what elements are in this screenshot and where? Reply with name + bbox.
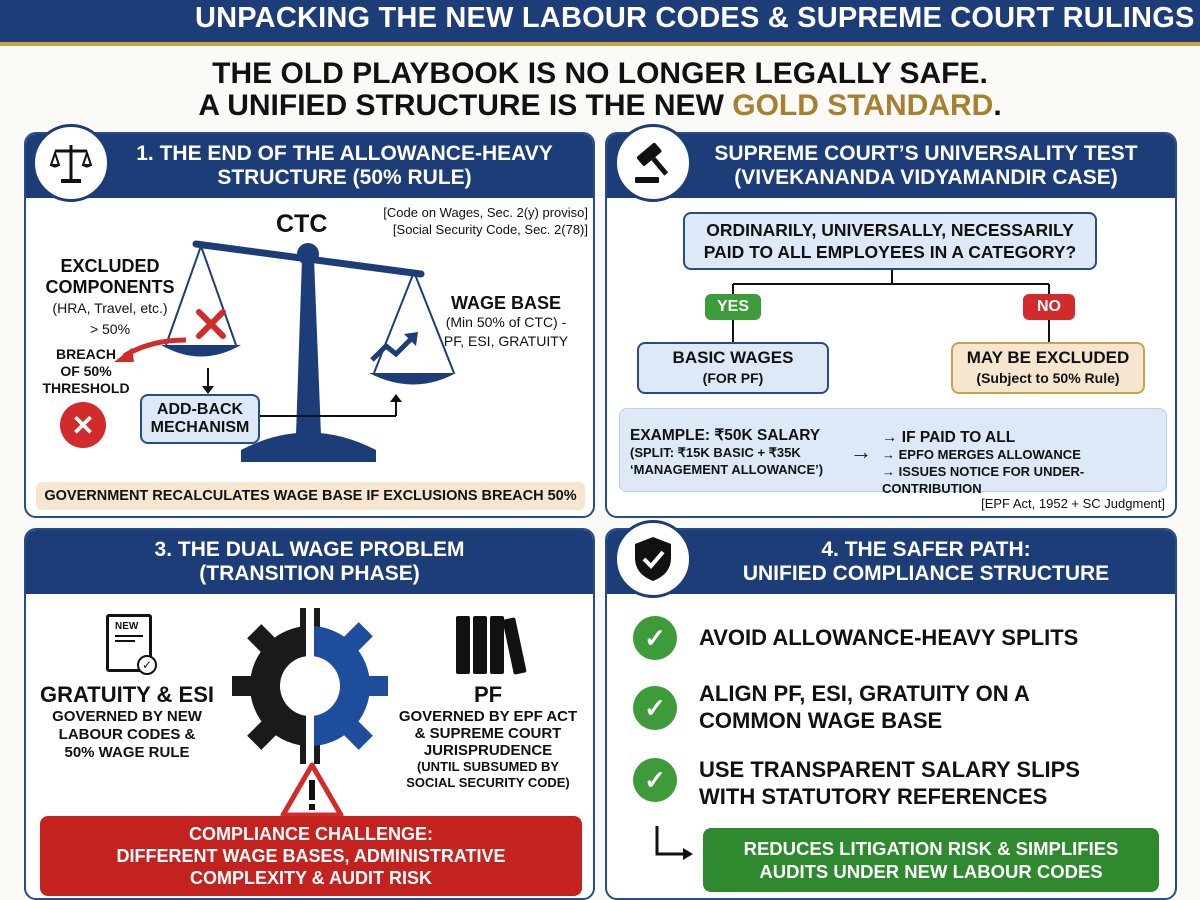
gold-standard-text: GOLD STANDARD: [732, 89, 994, 122]
example-arrow-icon: →: [850, 439, 872, 464]
flow-arrows: [202, 368, 402, 417]
result-arrow-icon: [655, 826, 693, 860]
may-be-excluded-box: MAY BE EXCLUDED (Subject to 50% Rule): [951, 342, 1145, 394]
safer-path-item-1: AVOID ALLOWANCE-HEAVY SPLITS: [699, 625, 1079, 650]
example-box: EXAMPLE: ₹50K SALARY (SPLIT: ₹15K BASIC …: [619, 408, 1167, 496]
safer-path-item-2: ALIGN PF, ESI, GRATUITY ON A COMMON WAGE…: [699, 681, 1030, 733]
gear-icon: [232, 608, 388, 764]
gavel-icon: [614, 124, 692, 202]
main-headline: THE OLD PLAYBOOK IS NO LONGER LEGALLY SA…: [0, 58, 1200, 122]
excluded-components-label: EXCLUDED COMPONENTS (HRA, Travel, etc.) …: [45, 256, 175, 337]
universality-question-box: ORDINARILY, UNIVERSALLY, NECESSARILY PAI…: [683, 212, 1097, 270]
panel-universality-test: SUPREME COURT’S UNIVERSALITY TEST (VIVEK…: [605, 132, 1177, 518]
check-icon: ✓: [633, 616, 677, 660]
wage-base-label: WAGE BASE (Min 50% of CTC) - PF, ESI, GR…: [443, 293, 569, 350]
result-banner: REDUCES LITIGATION RISK & SIMPLIFIES AUD…: [703, 828, 1159, 892]
scales-icon: [32, 124, 110, 202]
panel-dual-wage: 3. THE DUAL WAGE PROBLEM (TRANSITION PHA…: [24, 528, 595, 900]
panel-allowance-structure: 1. THE END OF THE ALLOWANCE-HEAVY STRUCT…: [24, 132, 595, 518]
growth-arrow-icon: [370, 332, 418, 362]
compliance-challenge-banner: COMPLIANCE CHALLENGE: DIFFERENT WAGE BAS…: [40, 816, 582, 896]
example-outcome: → IF PAID TO ALL → EPFO MERGES ALLOWANCE…: [882, 429, 1085, 496]
yes-label: YES: [705, 294, 761, 320]
warning-icon: [280, 762, 344, 818]
ctc-label: CTC: [276, 210, 328, 238]
breach-threshold-label: BREACH OF 50% THRESHOLD: [42, 346, 130, 396]
check-icon: ✓: [633, 686, 677, 730]
example-salary: EXAMPLE: ₹50K SALARY (SPLIT: ₹15K BASIC …: [630, 427, 824, 477]
panel3-header: 3. THE DUAL WAGE PROBLEM (TRANSITION PHA…: [26, 530, 593, 594]
headline-line2: A UNIFIED STRUCTURE IS THE NEW GOLD STAN…: [198, 89, 1002, 122]
banner-title: UNPACKING THE NEW LABOUR CODES & SUPREME…: [195, 2, 1195, 34]
headline-line1: THE OLD PLAYBOOK IS NO LONGER LEGALLY SA…: [212, 57, 988, 90]
panel1-header: 1. THE END OF THE ALLOWANCE-HEAVY STRUCT…: [26, 134, 593, 198]
cross-icon: [196, 309, 226, 339]
add-back-mechanism-box: ADD-BACK MECHANISM: [140, 394, 260, 444]
panel2-reference: [EPF Act, 1952 + SC Judgment]: [981, 496, 1165, 511]
top-banner: UNPACKING THE NEW LABOUR CODES & SUPREME…: [0, 0, 1200, 46]
panel-safer-path: 4. THE SAFER PATH: UNIFIED COMPLIANCE ST…: [605, 528, 1177, 900]
books-icon: [456, 616, 527, 675]
gratuity-esi-block: GRATUITY & ESI GOVERNED BY NEW LABOUR CO…: [40, 682, 214, 761]
shield-check-icon: [614, 520, 692, 598]
check-icon: ✓: [633, 758, 677, 802]
basic-wages-box: BASIC WAGES (FOR PF): [637, 342, 829, 394]
document-icon: NEW ✓: [106, 614, 157, 675]
panel4-header: 4. THE SAFER PATH: UNIFIED COMPLIANCE ST…: [607, 530, 1175, 594]
panel2-header: SUPREME COURT’S UNIVERSALITY TEST (VIVEK…: [607, 134, 1175, 198]
panel1-footer: GOVERNMENT RECALCULATES WAGE BASE IF EXC…: [36, 482, 585, 510]
balance-scale-illustration: [161, 240, 456, 462]
no-label: NO: [1023, 294, 1075, 320]
breach-arrow: [114, 337, 187, 362]
breach-cross-icon: ✕: [60, 402, 106, 448]
safer-path-item-3: USE TRANSPARENT SALARY SLIPS WITH STATUT…: [699, 757, 1080, 809]
pf-block: PF GOVERNED BY EPF ACT & SUPREME COURT J…: [398, 682, 578, 790]
legal-references: [Code on Wages, Sec. 2(y) proviso] [Soci…: [383, 205, 588, 237]
decision-connector: [732, 270, 1050, 342]
